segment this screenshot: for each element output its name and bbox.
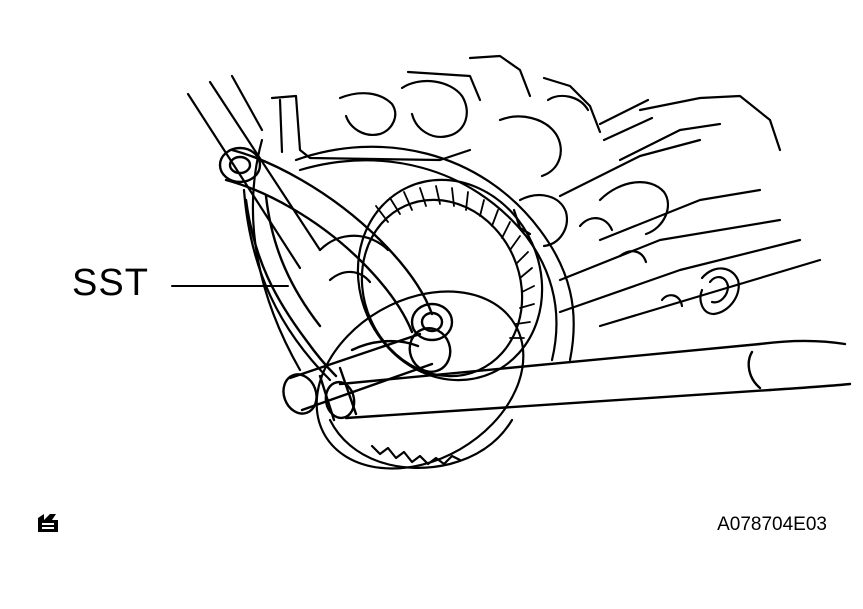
bolt-tighten-icon: [38, 514, 58, 532]
sst-label: SST: [72, 262, 149, 304]
toothed-pulley: [326, 150, 573, 410]
timing-belt-outline: [244, 140, 574, 380]
wrench-handle: [323, 341, 850, 420]
crankshaft-pulley: [285, 236, 556, 505]
figure-id: A078704E03: [717, 514, 827, 535]
sst-tool-arm: [220, 148, 452, 376]
engine-block-outline: [188, 56, 820, 326]
